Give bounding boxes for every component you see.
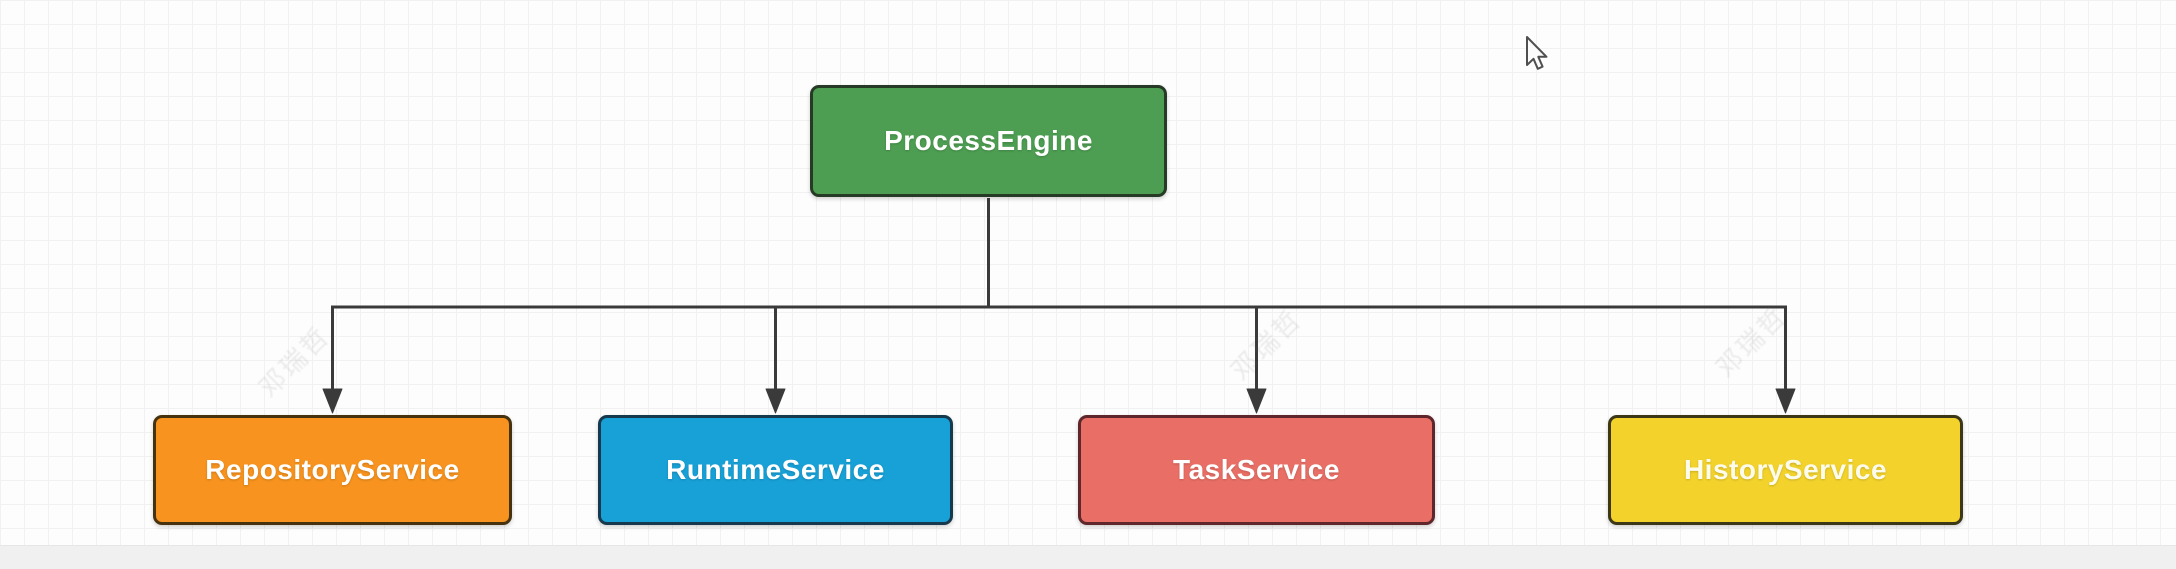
- arrowhead-runtime: [765, 388, 786, 414]
- arrowhead-repository: [322, 388, 343, 414]
- node-task-service[interactable]: TaskService: [1078, 415, 1435, 525]
- node-runtime-service[interactable]: RuntimeService: [598, 415, 953, 525]
- node-process-engine[interactable]: ProcessEngine: [810, 85, 1167, 197]
- watermark-text: 邓瑞哲: [1710, 300, 1793, 383]
- diagram-canvas[interactable]: 邓瑞哲 邓瑞哲 邓瑞哲 ProcessEngine RepositoryServ…: [0, 0, 2176, 545]
- node-label: HistoryService: [1683, 454, 1888, 485]
- node-repository-service[interactable]: RepositoryService: [153, 415, 512, 525]
- node-history-service[interactable]: HistoryService: [1608, 415, 1963, 525]
- node-label: ProcessEngine: [884, 125, 1093, 156]
- node-label: RuntimeService: [666, 454, 885, 485]
- node-label: RepositoryService: [205, 454, 460, 485]
- arrowhead-history: [1775, 388, 1796, 414]
- node-label: TaskService: [1173, 454, 1340, 485]
- mouse-cursor-icon: [1526, 36, 1548, 70]
- watermark-text: 邓瑞哲: [253, 320, 336, 403]
- bottom-panel-strip: [0, 545, 2176, 569]
- arrowhead-task: [1246, 388, 1267, 414]
- watermark-text: 邓瑞哲: [1225, 303, 1308, 386]
